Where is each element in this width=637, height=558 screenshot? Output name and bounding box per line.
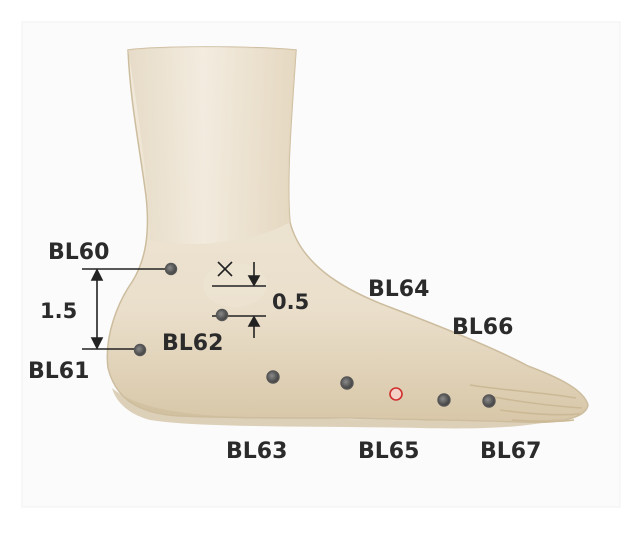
label-heel-span: 1.5 xyxy=(40,299,77,323)
point-bl61-dot xyxy=(135,345,146,356)
label-bl66: BL66 xyxy=(452,315,513,340)
ankle-bone xyxy=(203,263,267,307)
label-bl63: BL63 xyxy=(226,439,287,464)
point-bl65-dot xyxy=(390,388,402,400)
label-bl65: BL65 xyxy=(358,439,419,464)
point-bl66-dot xyxy=(438,394,450,406)
label-ankle-span: 0.5 xyxy=(272,290,309,314)
leg-shade xyxy=(128,47,296,244)
point-bl62-dot xyxy=(217,310,228,321)
label-bl62: BL62 xyxy=(162,331,223,356)
point-bl64-dot xyxy=(341,377,353,389)
label-bl60: BL60 xyxy=(48,240,109,265)
point-bl63-dot xyxy=(267,371,279,383)
image-frame xyxy=(22,22,620,507)
point-bl67-dot xyxy=(483,395,495,407)
label-bl67: BL67 xyxy=(480,439,541,464)
label-bl64: BL64 xyxy=(368,277,429,302)
point-bl60-dot xyxy=(166,264,177,275)
label-bl61: BL61 xyxy=(28,359,89,384)
